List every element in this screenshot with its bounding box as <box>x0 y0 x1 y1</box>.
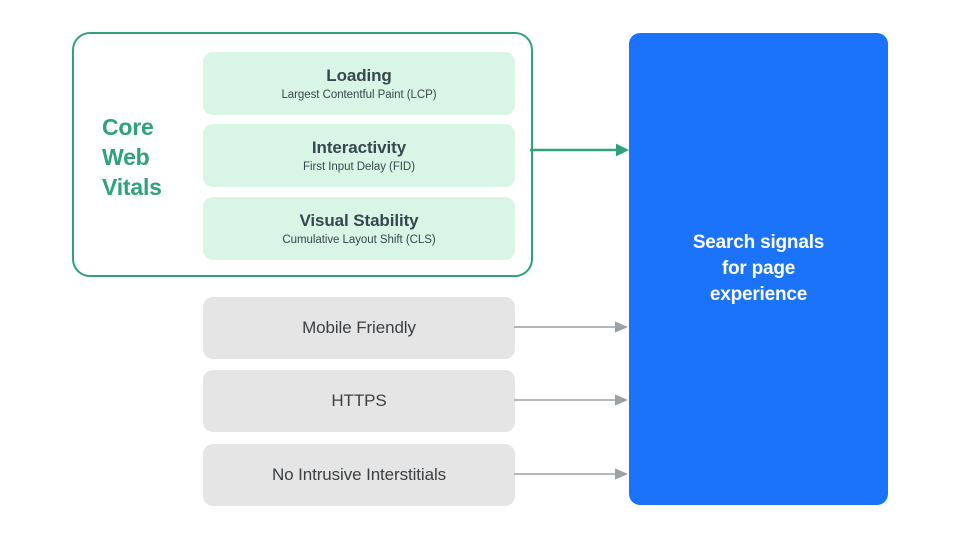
metric-subtitle-visual-stability: Cumulative Layout Shift (CLS) <box>282 233 436 246</box>
core-web-vitals-label-line-3: Vitals <box>102 174 162 200</box>
metric-card-visual-stability: Visual Stability Cumulative Layout Shift… <box>203 197 515 260</box>
search-signals-panel: Search signals for page experience <box>629 33 888 505</box>
metric-card-interactivity: Interactivity First Input Delay (FID) <box>203 124 515 187</box>
signal-card-no-intrusive-interstitials: No Intrusive Interstitials <box>203 444 515 506</box>
core-web-vitals-group-label: Core Web Vitals <box>102 112 194 202</box>
metric-subtitle-loading: Largest Contentful Paint (LCP) <box>281 88 437 101</box>
metric-title-loading: Loading <box>326 65 392 85</box>
core-web-vitals-label-line-1: Core <box>102 114 154 140</box>
gray-arrow-right-interstitials-icon <box>514 468 628 480</box>
gray-arrow-right-mobile-icon <box>514 321 628 333</box>
metric-card-loading: Loading Largest Contentful Paint (LCP) <box>203 52 515 115</box>
search-signals-panel-text: Search signals for page experience <box>692 232 825 305</box>
core-web-vitals-group <box>72 32 533 277</box>
gray-arrow-right-https-icon <box>514 394 628 406</box>
metric-title-interactivity: Interactivity <box>311 137 407 157</box>
signal-label-no-intrusive-interstitials: No Intrusive Interstitials <box>271 465 447 484</box>
signal-card-https: HTTPS <box>203 370 515 432</box>
core-web-vitals-label-line-2: Web <box>102 144 150 170</box>
metric-title-visual-stability: Visual Stability <box>299 210 419 230</box>
signal-label-https: HTTPS <box>331 391 387 410</box>
green-arrow-right-icon <box>530 143 629 157</box>
metric-subtitle-interactivity: First Input Delay (FID) <box>303 160 415 173</box>
signal-label-mobile-friendly: Mobile Friendly <box>302 318 416 337</box>
signal-card-mobile-friendly: Mobile Friendly <box>203 297 515 359</box>
